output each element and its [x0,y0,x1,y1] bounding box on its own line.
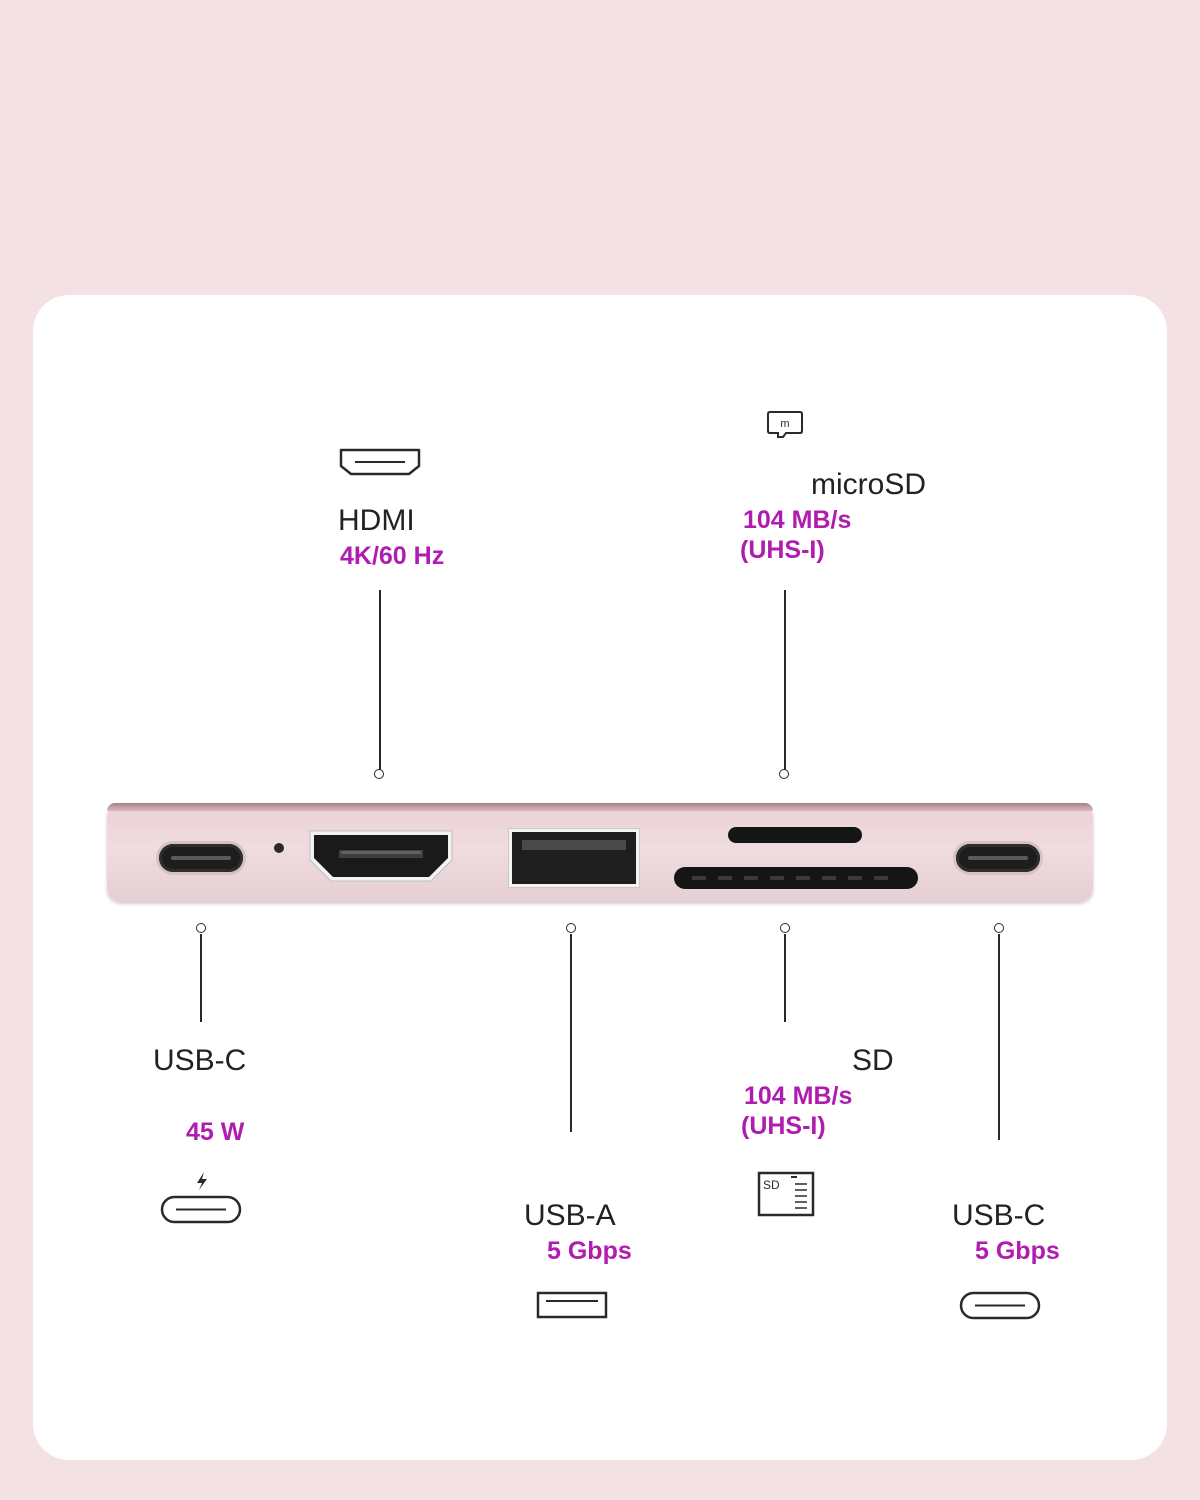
usb-c-power-icon [160,1170,244,1226]
usbc-data-callout-dot [994,923,1004,933]
sd-card-icon: SD [757,1171,815,1219]
microsd-icon: m [766,411,804,441]
status-led [274,843,284,853]
microsd-callout-dot [779,769,789,779]
usbc-data-callout-line [998,934,1000,1140]
usbc-data-label: USB-C [952,1199,1046,1232]
sd-callout-dot [780,923,790,933]
usbc-pd-label: USB-C [153,1044,247,1077]
hdmi-callout-dot [374,769,384,779]
hdmi-callout-line [379,590,381,770]
microsd-spec-standard: (UHS-I) [740,536,825,564]
usb-c-data-port [956,844,1040,872]
usb-a-port [512,832,636,884]
microsd-callout-line [784,590,786,770]
hdmi-label: HDMI [338,504,415,537]
microsd-label: microSD [811,468,927,501]
usbc-pd-spec: 45 W [186,1118,245,1146]
usb-c-hub [107,803,1093,902]
microsd-spec-speed: 104 MB/s [743,506,852,534]
hdmi-icon [339,448,421,476]
microsd-slot [728,827,862,843]
sd-spec-standard: (UHS-I) [741,1112,826,1140]
usbc-data-spec: 5 Gbps [975,1237,1060,1265]
usba-spec: 5 Gbps [547,1237,632,1265]
usb-a-icon [536,1291,608,1321]
usbc-pd-callout-line [200,934,202,1022]
usba-callout-line [570,934,572,1132]
svg-text:m: m [780,418,789,430]
sd-spec-speed: 104 MB/s [744,1082,853,1110]
sd-callout-line [784,934,786,1022]
usb-c-icon [959,1291,1041,1321]
usbc-pd-callout-dot [196,923,206,933]
usb-c-pd-port [159,844,243,872]
usba-callout-dot [566,923,576,933]
sd-label: SD [852,1044,894,1077]
hdmi-spec: 4K/60 Hz [340,542,445,570]
svg-text:SD: SD [763,1178,780,1192]
usba-label: USB-A [524,1199,616,1232]
sd-slot [674,867,918,889]
hdmi-port [309,830,453,887]
